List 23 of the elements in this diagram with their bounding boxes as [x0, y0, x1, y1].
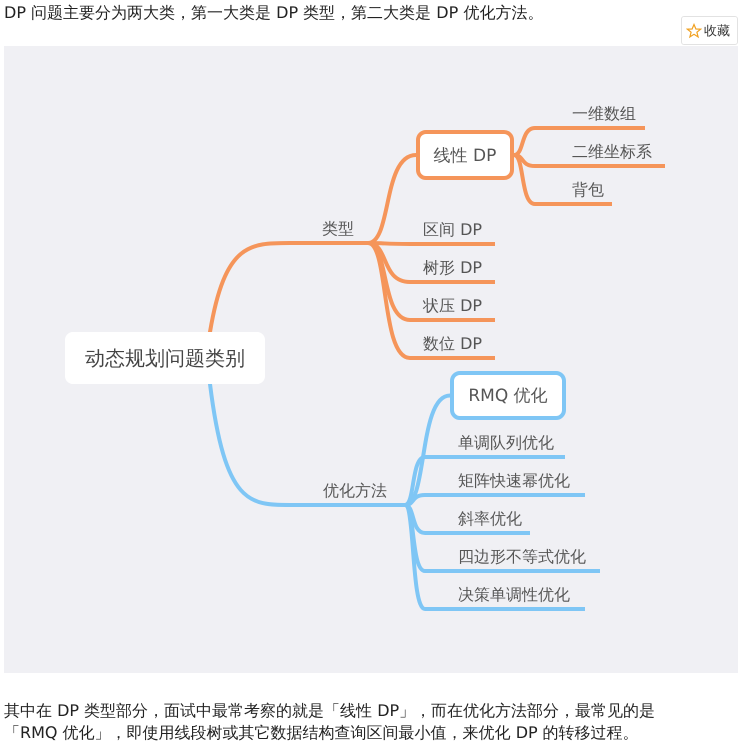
branch-label: 区间 DP [410, 220, 495, 246]
bookmark-button: 收藏 [681, 16, 738, 45]
branch-label: 状压 DP [410, 296, 495, 322]
branch-line [512, 126, 537, 157]
intro-text: DP 问题主要分为两大类，第一大类是 DP 类型，第二大类是 DP 优化方法。 [4, 2, 544, 24]
topic-box: RMQ 优化 [450, 371, 566, 420]
branch-label: 单调队列优化 [425, 433, 565, 459]
branch-label: 优化方法 [290, 481, 405, 507]
branch-line [208, 241, 292, 334]
branch-label: 类型 [290, 219, 368, 245]
branch-label: 斜率优化 [425, 509, 530, 535]
branch-label: 背包 [535, 180, 612, 206]
branch-label: 四边形不等式优化 [425, 547, 600, 573]
topic-box: 线性 DP [416, 130, 514, 180]
branch-line [208, 382, 292, 507]
branch-label: 二维坐标系 [535, 142, 665, 168]
branch-label: 一维数组 [535, 104, 645, 130]
branch-label: 矩阵快速幂优化 [425, 471, 585, 497]
branch-label: 决策单调性优化 [425, 585, 585, 611]
root-box: 动态规划问题类别 [65, 332, 265, 384]
paragraph-text: 其中在 DP 类型部分，面试中最常考察的就是「线性 DP」，而在优化方法部分，最常见的是「RMQ 优化」，即使用线段树或其它数据结构查询区间最小值，来优化 DP 的转移过程。 [4, 700, 656, 744]
branch-label: 树形 DP [410, 258, 495, 284]
branch-label: 数位 DP [410, 334, 495, 360]
